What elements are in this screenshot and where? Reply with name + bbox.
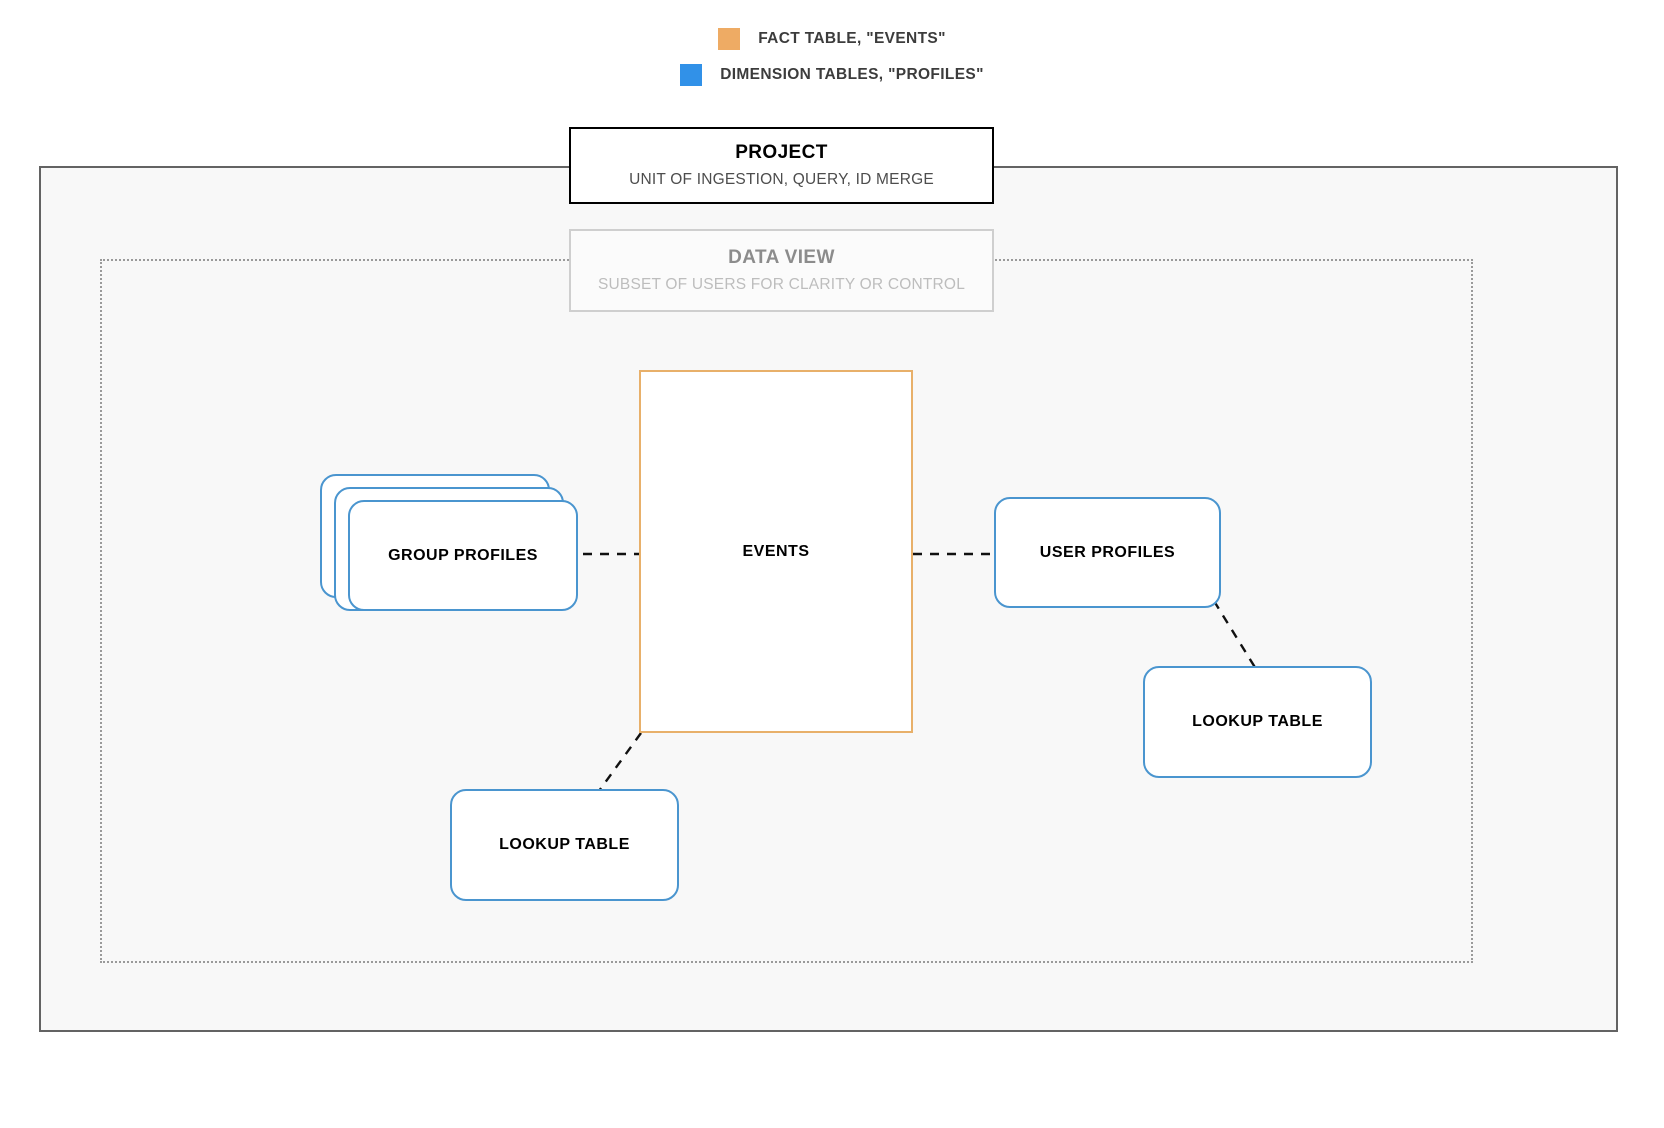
- events-fact-table[interactable]: EVENTS: [639, 370, 913, 733]
- data-view-label-box: DATA VIEW SUBSET OF USERS FOR CLARITY OR…: [569, 229, 994, 312]
- lookup-table-left-label: LOOKUP TABLE: [499, 836, 630, 853]
- user-profiles-label: USER PROFILES: [1039, 543, 1176, 561]
- blue-square-swatch: [680, 64, 703, 86]
- lookup-table-right-label: LOOKUP TABLE: [1192, 713, 1323, 730]
- data-view-subtitle: SUBSET OF USERS FOR CLARITY OR CONTROL: [597, 276, 966, 293]
- events-label: EVENTS: [742, 542, 810, 560]
- user-profiles-card[interactable]: USER PROFILES: [994, 497, 1221, 608]
- legend-item-dimension-tables: DIMENSION TABLES, "PROFILES": [680, 64, 984, 86]
- lookup-table-left-card[interactable]: LOOKUP TABLE: [450, 789, 679, 901]
- project-subtitle: UNIT OF INGESTION, QUERY, ID MERGE: [629, 171, 934, 188]
- legend-label-dimension-tables: DIMENSION TABLES, "PROFILES": [720, 66, 984, 83]
- project-title: PROJECT: [735, 142, 828, 163]
- lookup-table-right-card[interactable]: LOOKUP TABLE: [1143, 666, 1372, 778]
- project-label-box: PROJECT UNIT OF INGESTION, QUERY, ID MER…: [569, 127, 994, 204]
- group-profiles-card[interactable]: GROUP PROFILES: [348, 500, 578, 611]
- data-view-title: DATA VIEW: [728, 247, 835, 268]
- legend-label-fact-table: FACT TABLE, "EVENTS": [758, 30, 946, 47]
- group-profiles-label: GROUP PROFILES: [388, 546, 538, 564]
- orange-square-swatch: [718, 28, 741, 50]
- legend: FACT TABLE, "EVENTS" DIMENSION TABLES, "…: [0, 28, 1664, 86]
- legend-item-fact-table: FACT TABLE, "EVENTS": [718, 28, 946, 50]
